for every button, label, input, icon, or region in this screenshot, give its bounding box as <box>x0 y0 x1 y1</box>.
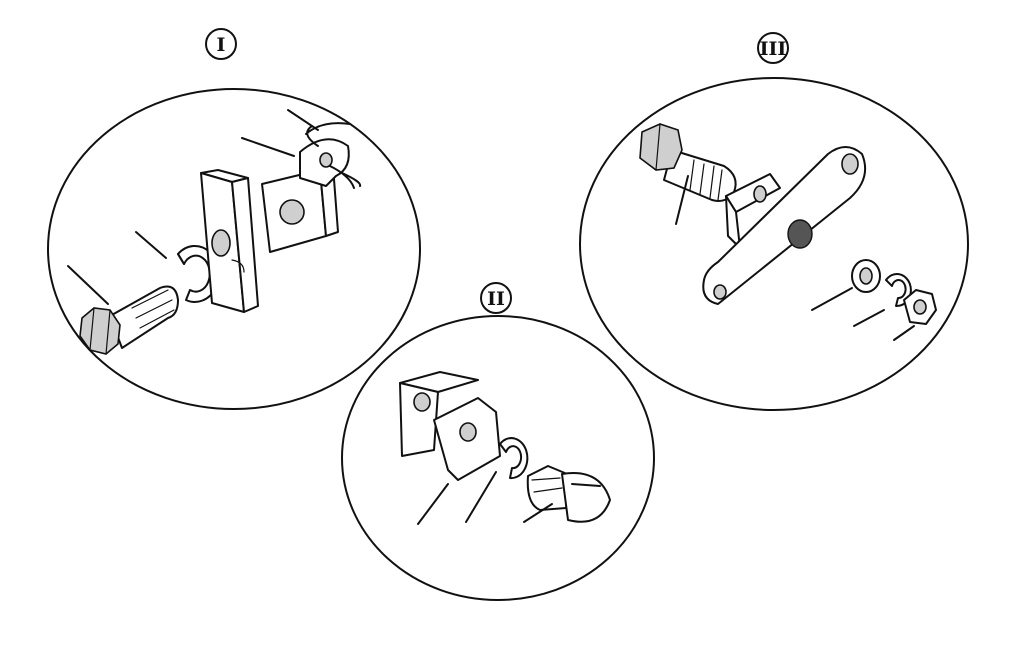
panel-ii-back-plate <box>399 371 479 457</box>
panel-i-numeral: I <box>217 34 226 56</box>
panel-iii-numeral: III <box>760 38 787 60</box>
panel-i-boundary-circle <box>47 88 421 410</box>
panel-iii-link-plate <box>702 146 866 305</box>
panel-iii-hex-nut <box>903 289 937 325</box>
panel-ii-tab-plate <box>433 397 501 481</box>
panel-ii: II <box>341 282 655 601</box>
panel-ii-numeral: II <box>487 288 505 310</box>
panel-ii-numeral-circle <box>480 282 512 314</box>
panel-iii-boundary-circle <box>579 77 969 411</box>
panel-iii-hex-bolt <box>639 123 737 202</box>
panel-iii-leader-lines <box>675 175 915 341</box>
panel-iii: III <box>579 32 969 411</box>
panel-iii-lock-washer <box>885 273 912 308</box>
panel-i-slotted-plate <box>200 169 259 313</box>
panel-iii-numeral-circle <box>757 32 789 64</box>
panel-ii-boundary-circle <box>341 315 655 601</box>
panel-i-hex-bolt <box>79 285 179 355</box>
panel-ii-leader-lines <box>417 471 553 525</box>
panel-ii-round-head-screw <box>526 465 611 523</box>
panel-i: I <box>47 28 421 410</box>
panel-i-numeral-circle <box>205 28 237 60</box>
panel-i-safety-wire <box>305 122 362 189</box>
panel-ii-lock-washer <box>499 437 529 480</box>
panel-i-tab-plate <box>261 138 350 253</box>
panel-i-leader-lines <box>67 109 319 305</box>
panel-iii-flat-washer <box>851 259 881 293</box>
